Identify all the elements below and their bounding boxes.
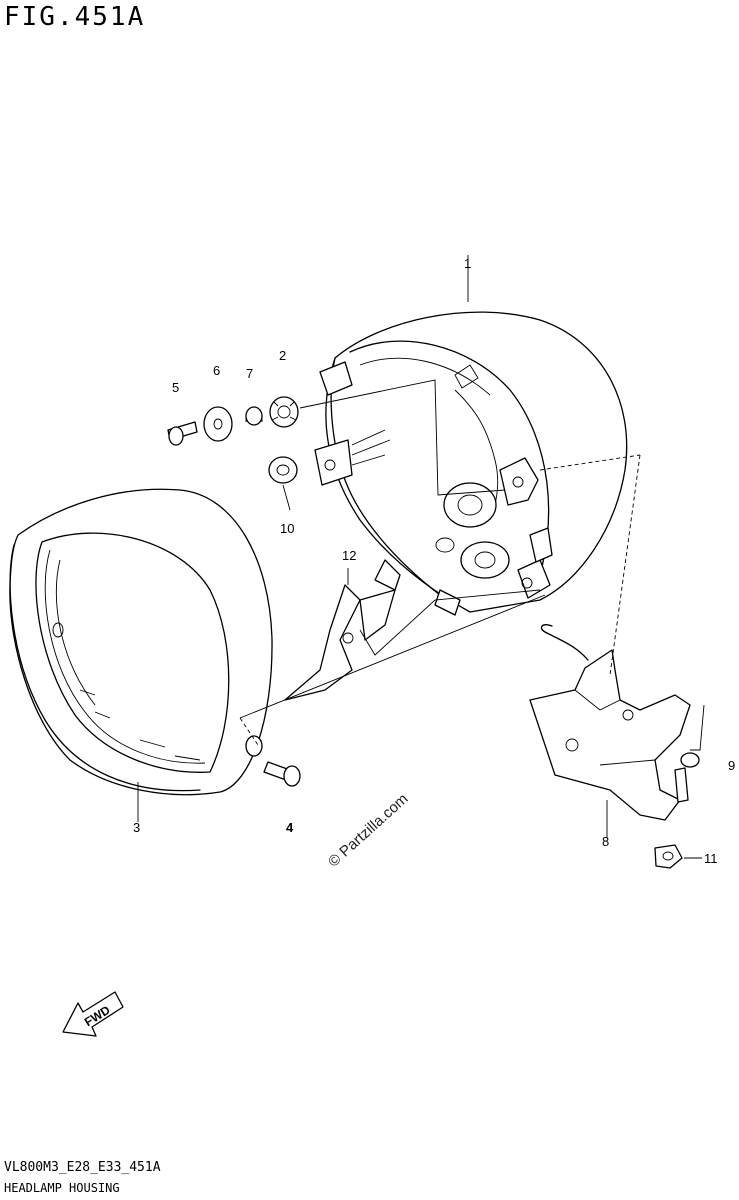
callout-numbers: 1 2 3 4 5 6 7 8 9 10 11 12 [133,256,735,866]
headlamp-rim [9,488,273,822]
alignment-lines [239,379,641,746]
callout-1: 1 [464,256,471,271]
headlamp-housing-shell [314,255,628,616]
bolt-5 [167,421,198,446]
diagram-caption: HEADLAMP HOUSING [4,1181,120,1195]
callout-9: 9 [728,758,735,773]
grommet-2 [269,396,299,428]
callout-4: 4 [286,820,294,835]
callout-10: 10 [280,521,294,536]
callout-5: 5 [172,380,179,395]
figure-title: FIG.451A [4,2,146,32]
callout-11: 11 [704,851,718,866]
grommet-10 [268,456,298,484]
bolt-9 [674,752,700,803]
washer-6 [203,406,233,442]
callout-7: 7 [246,366,253,381]
callout-12: 12 [342,548,356,563]
callout-3: 3 [133,820,140,835]
hardware-parts [167,396,705,869]
callout-8: 8 [602,834,609,849]
bracket-plate-12 [284,568,396,701]
screw-4 [263,761,301,787]
fwd-direction-arrow: FWD [62,991,124,1037]
callout-6: 6 [213,363,220,378]
nut-11 [654,844,683,869]
diagram-code: VL800M3_E28_E33_451A [4,1160,161,1175]
mounting-bracket-8 [529,624,691,838]
collar-7 [245,406,263,426]
callout-2: 2 [279,348,286,363]
